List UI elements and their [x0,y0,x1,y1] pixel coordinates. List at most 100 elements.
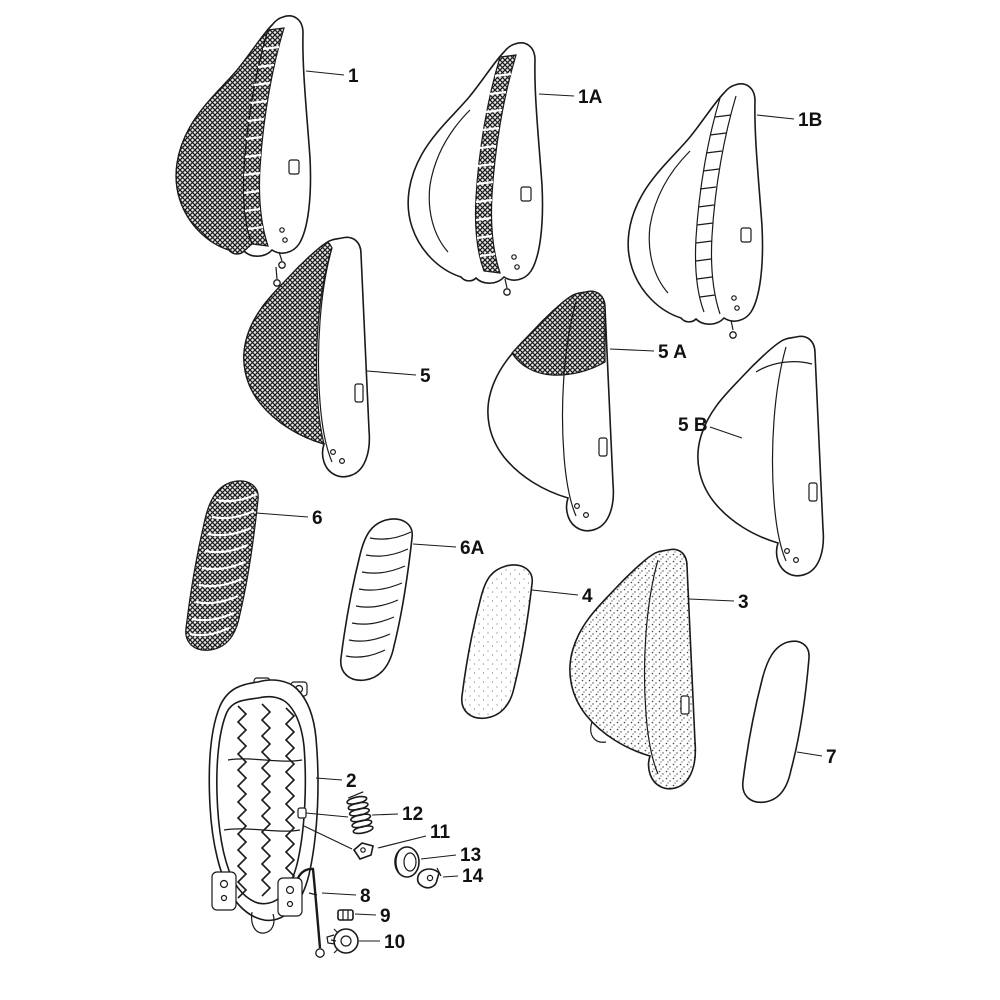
part-2-mount-hole [285,885,295,895]
part-2-mount-hole [286,900,294,908]
part-6a-ribs [345,531,412,658]
callout-labels: 1 1A 1B 5 5 A 5 B 6 6A 4 3 7 2 12 11 13 … [312,66,837,953]
part-6-ribs [189,493,258,637]
leader-6 [255,512,309,518]
part-1a-snap-hole [511,254,517,260]
leader-5 [366,370,417,376]
part-1-band-ribs [243,45,280,231]
part-5a-slot [598,437,608,457]
part-2-mount-plate [211,871,237,911]
part-5b-hole [783,547,790,554]
leader-4 [531,589,579,596]
part-7-silhouette [741,640,810,804]
callout-label-6: 6 [312,508,323,529]
leader-11 [377,835,427,849]
leader-8 [321,892,357,896]
part-1a-backrest-cover [407,42,544,296]
part-6-silhouette [185,480,259,651]
callout-label-9: 9 [380,906,391,927]
part-1b-drawstring [730,319,734,331]
part-5a-backrest-padding [487,290,615,532]
part-1b-bolster-seam [648,150,691,294]
part-1-snap-hole [282,237,288,243]
part-6a-ribbed-pad [340,518,413,682]
part-11-latch-bracket [352,842,374,860]
callout-label-12: 12 [402,804,423,825]
part-5b-slot [808,482,818,502]
callout-label-11: 11 [430,822,451,843]
part-3-silhouette [569,548,697,790]
leader-1 [305,70,345,76]
part-1b-band-left-seam [694,97,721,313]
part-5b-hole [792,556,799,563]
part-5-hole [330,449,337,456]
part-1-belt-guide [288,159,300,175]
callout-leader-lines [255,70,823,942]
callout-label-14: 14 [462,866,484,887]
part-2-spring-anchor [297,807,307,819]
part-5a-hole [582,511,589,518]
leader-5b [709,426,743,439]
part-2-backrest-frame [208,677,353,934]
leader-9 [354,913,377,916]
callout-label-2: 2 [346,771,357,792]
part-1-drawstring [278,251,283,262]
part-8-release-rod [296,867,325,958]
part-1-backrest-cover [175,15,312,287]
callout-label-6a: 6A [460,538,485,559]
callout-label-1b: 1B [798,110,822,131]
part-1b-silhouette [627,83,764,325]
part-1a-snap-hole [514,264,520,270]
part-9-clip-sleeve [337,909,354,921]
assembly-line-spring [305,812,349,818]
callout-label-5: 5 [420,366,431,387]
part-1a-drawstring [504,278,508,289]
part-5b-seam [771,346,787,562]
part-2-mount-plate [277,877,303,917]
part-1a-bolster-seam [428,109,471,253]
part-5a-hole [573,503,580,510]
part-1a-band-ribs [475,72,512,258]
part-13-knob-cap [394,846,420,878]
callout-label-5a: 5 A [658,342,687,363]
part-1a-silhouette [407,42,544,284]
part-2-suspension-springs [223,703,303,899]
leader-12 [371,813,399,816]
part-6a-silhouette [340,518,413,682]
leader-7 [796,751,823,757]
leader-6a [412,543,457,548]
part-2-bottom-hook [251,911,275,934]
part-3-bottom-hook [590,721,607,743]
callout-label-5b: 5 B [678,415,708,436]
part-14-retaining-clip [416,867,442,889]
part-4-foam-pad [461,564,533,720]
part-5-hole [339,458,346,465]
part-5-slot [354,383,364,403]
part-2-mount-hole [219,879,229,889]
callout-label-4: 4 [582,586,593,607]
part-5a-seam [561,301,577,517]
leader-14 [442,875,459,878]
part-4-silhouette [461,564,533,720]
callout-label-13: 13 [460,845,481,866]
leader-1a [538,93,575,97]
leader-3 [688,598,735,602]
part-5b-silhouette [697,335,825,577]
part-3-backrest-foam [569,548,697,790]
leader-5a [609,348,655,352]
callout-label-1a: 1A [578,87,603,108]
part-1b-snap-hole [734,305,740,311]
part-2-mount-hole [220,894,228,902]
assembly-line-bracket [303,825,353,850]
part-5-backrest-padding [243,236,371,478]
part-5a-top-fabric [511,290,606,376]
part-1b-backrest-cover [627,83,764,339]
part-7-side-panel [741,640,810,804]
part-1a-drawstring-ball [503,288,511,296]
part-1-drawstring [275,266,278,280]
callout-label-3: 3 [738,592,749,613]
callout-label-10: 10 [384,932,405,953]
part-5-wing-fabric [243,241,333,445]
part-1a-belt-guide [520,186,532,202]
